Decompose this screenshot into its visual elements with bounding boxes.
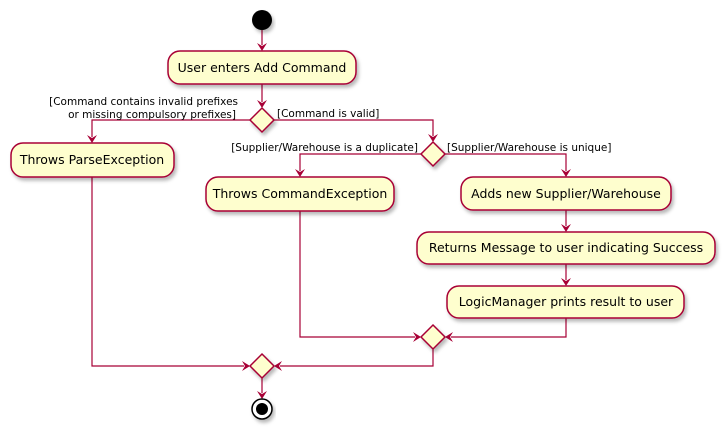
decision-supplier-uniqueness <box>419 140 447 168</box>
activity-throws-parse-exception: Throws ParseException <box>10 142 175 178</box>
arrowhead <box>413 332 421 342</box>
guard-invalid-line-2: or missing compulsory prefixes] <box>68 109 236 121</box>
arrowhead <box>428 134 438 142</box>
guard-duplicate: [Supplier/Warehouse is a duplicate] <box>231 142 418 154</box>
start-node <box>252 10 272 30</box>
arrowhead <box>295 169 305 177</box>
edge-prints-to-merge <box>451 318 567 338</box>
activity-label: Returns Message to user indicating Succe… <box>429 240 703 255</box>
arrowhead <box>561 169 571 177</box>
edge-merge-to-final-merge <box>280 349 434 367</box>
merge-supplier-branches <box>419 323 447 351</box>
activity-throws-command-exception: Throws CommandException <box>205 176 395 212</box>
guard-unique: [Supplier/Warehouse is unique] <box>447 142 611 154</box>
edge-command-exception-to-merge <box>299 211 415 338</box>
arrowhead <box>242 361 250 371</box>
merge-command-branches <box>248 352 276 380</box>
activity-user-enters-add-command: User enters Add Command <box>167 50 357 85</box>
activity-returns-message: Returns Message to user indicating Succe… <box>416 231 716 265</box>
activity-label: Throws CommandException <box>212 186 388 201</box>
guard-invalid-line-1: [Command contains invalid prefixes <box>49 96 238 108</box>
arrowhead <box>561 224 571 232</box>
edge-unique-branch <box>445 153 567 171</box>
activity-label: Throws ParseException <box>19 152 164 167</box>
activity-label: LogicManager prints result to user <box>459 294 674 309</box>
edge-valid-branch <box>274 119 434 136</box>
edge-duplicate-branch <box>299 153 421 171</box>
arrowhead <box>274 361 282 371</box>
guard-valid: [Command is valid] <box>277 108 379 120</box>
activity-label: User enters Add Command <box>178 60 347 75</box>
arrowhead <box>561 278 571 286</box>
arrowhead <box>257 100 267 108</box>
edge-parse-exception-to-merge <box>91 177 244 367</box>
activity-adds-new-supplier-warehouse: Adds new Supplier/Warehouse <box>460 176 672 211</box>
decision-command-validity <box>248 106 276 134</box>
edges <box>87 30 571 399</box>
arrowhead <box>257 43 267 51</box>
activity-logicmanager-prints-result: LogicManager prints result to user <box>446 285 685 319</box>
arrowhead <box>257 391 267 399</box>
edge-invalid-branch <box>91 119 250 137</box>
end-node <box>251 398 273 420</box>
arrowhead <box>87 135 97 143</box>
arrowhead <box>445 332 453 342</box>
activity-label: Adds new Supplier/Warehouse <box>471 186 661 201</box>
